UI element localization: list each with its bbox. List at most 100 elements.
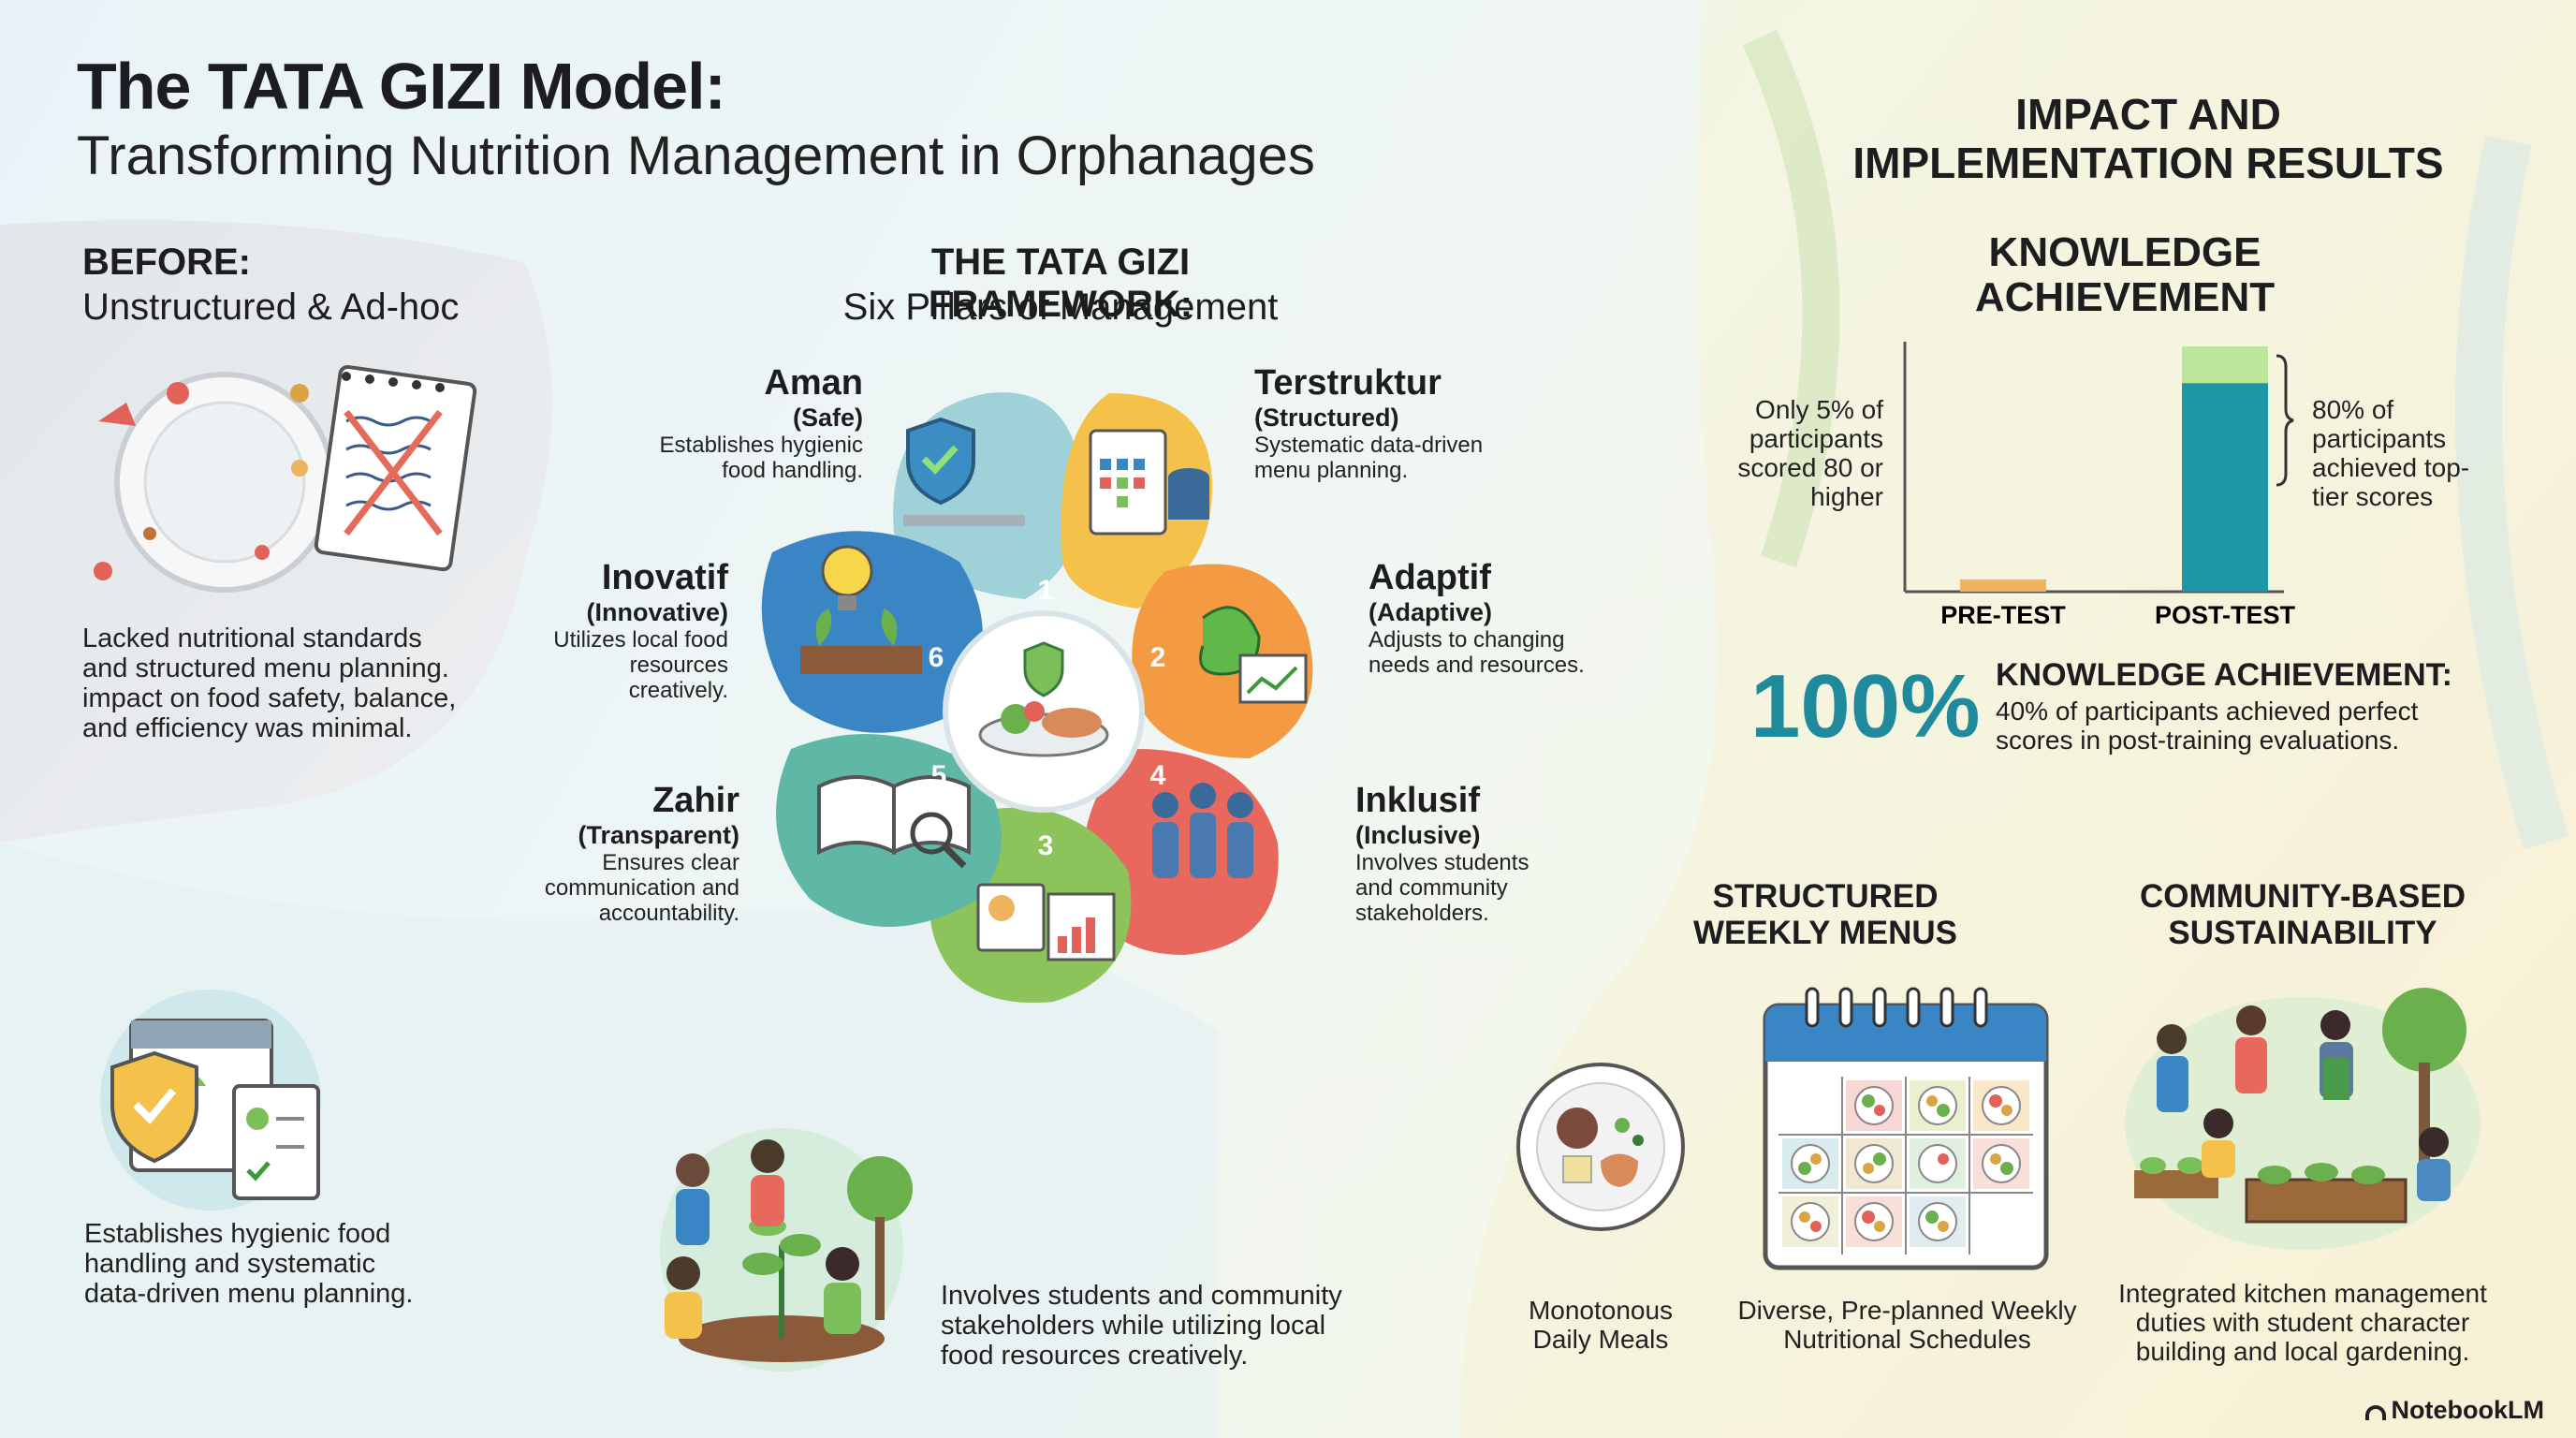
weekly-caption-line: Nutritional Schedules — [1783, 1325, 2031, 1354]
page-title: The TATA GIZI Model: — [77, 50, 726, 123]
monotonous-caption: Monotonous Daily Meals — [1479, 1296, 1722, 1354]
community-line: Involves students and community — [941, 1281, 1342, 1311]
messy-plate-notebook-illustration — [94, 364, 477, 593]
impact-heading-line: IMPACT AND — [2015, 90, 2281, 139]
pre-annotation-line: Only 5% of — [1755, 395, 1883, 424]
pillar-aman-desc: food handling. — [722, 458, 863, 483]
sustainability-heading: COMMUNITY-BASED SUSTAINABILITY — [2097, 878, 2509, 951]
post-annotation-line: tier scores — [2312, 482, 2434, 511]
knowledge-heading-line: KNOWLEDGE — [1988, 229, 2261, 275]
x-tick-post-test: POST-TEST — [2155, 601, 2296, 629]
knowledge-heading-line: ACHIEVEMENT — [1974, 274, 2276, 320]
pillar-terstruktur-english: (Structured) — [1254, 404, 1399, 432]
pillar-aman: Aman (Safe) Establishes hygienic food ha… — [660, 363, 863, 483]
pillar-inovatif-desc: creatively. — [628, 678, 728, 703]
monotonous-caption-line: Monotonous — [1528, 1296, 1674, 1325]
pillar-inovatif-english: (Innovative) — [586, 598, 728, 626]
pillar-inovatif: Inovatif (Innovative) Utilizes local foo… — [553, 558, 728, 703]
safety-checklist-illustration — [100, 990, 321, 1211]
pillar-terstruktur-name: Terstruktur — [1254, 363, 1442, 403]
post-annotation-line: participants — [2312, 424, 2447, 453]
page-subtitle: Transforming Nutrition Management in Orp… — [77, 125, 1315, 186]
ka-line: scores in post-training evaluations. — [1996, 726, 2400, 755]
pillar-aman-desc: Establishes hygienic — [659, 433, 863, 458]
monotonous-caption-line: Daily Meals — [1532, 1325, 1669, 1354]
pillar-number-3: 3 — [1038, 830, 1054, 861]
pillar-inovatif-name: Inovatif — [601, 558, 728, 597]
monotonous-meal-plate — [1516, 1063, 1685, 1231]
weekly-schedule-caption: Diverse, Pre-planned Weekly Nutritional … — [1732, 1296, 2083, 1354]
pillar-adaptif-english: (Adaptive) — [1368, 598, 1493, 626]
knowledge-heading: KNOWLEDGE ACHIEVEMENT — [1928, 230, 2321, 320]
before-subheading: Unstructured & Ad-hoc — [82, 286, 460, 328]
community-gardening-illustration — [660, 1128, 913, 1372]
pillar-zahir-english: (Transparent) — [578, 821, 739, 849]
pillar-number-1: 1 — [1038, 575, 1054, 606]
post-annotation-line: 80% of — [2312, 395, 2394, 424]
pre-annotation-line: scored 80 or — [1737, 453, 1883, 482]
pillar-number-4: 4 — [1150, 760, 1166, 791]
post-test-brace — [2276, 354, 2294, 487]
pillar-adaptif-name: Adaptif — [1368, 558, 1491, 597]
pillar-terstruktur-desc: Systematic data-driven — [1254, 433, 1484, 458]
pillar-inklusif-desc: and community — [1355, 875, 1508, 901]
big-percent: 100% — [1750, 656, 1981, 756]
pillar-zahir-desc: communication and — [544, 875, 739, 901]
logo-text: NotebookLM — [2391, 1396, 2544, 1424]
x-tick-pre-test: PRE-TEST — [1940, 601, 2066, 629]
weekly-caption-line: Diverse, Pre-planned Weekly — [1737, 1296, 2077, 1325]
pre-annotation-line: participants — [1749, 424, 1883, 453]
after-line: handling and systematic — [84, 1249, 376, 1279]
sustainability-caption-line: duties with student character — [2135, 1308, 2470, 1337]
community-description: Involves students and community stakehol… — [941, 1281, 1342, 1371]
pillar-inklusif: Inklusif (Inclusive) Involves students a… — [1355, 781, 1529, 926]
after-description: Establishes hygienic food handling and s… — [84, 1219, 413, 1309]
after-line: Establishes hygienic food — [84, 1219, 391, 1249]
pillar-number-6: 6 — [929, 642, 944, 673]
pillar-zahir: Zahir (Transparent) Ensures clear commun… — [545, 781, 739, 926]
impact-heading-line: IMPLEMENTATION RESULTS — [1852, 139, 2444, 187]
impact-heading: IMPACT AND IMPLEMENTATION RESULTS — [1807, 90, 2490, 187]
sustainability-caption: Integrated kitchen management duties wit… — [2097, 1279, 2509, 1366]
before-line: Lacked nutritional standards — [82, 624, 422, 653]
sustainability-caption-line: building and local gardening. — [2135, 1337, 2470, 1366]
pillar-aman-english: (Safe) — [792, 404, 863, 432]
pre-annotation-line: higher — [1810, 482, 1883, 511]
pillar-inovatif-desc: resources — [629, 653, 728, 678]
menus-heading-line: STRUCTURED — [1712, 878, 1939, 915]
kitchen-garden-illustration — [2125, 988, 2481, 1250]
bar-post-test-top-segment — [2182, 346, 2268, 384]
pillar-inklusif-desc: Involves students — [1355, 850, 1530, 875]
before-line: and efficiency was minimal. — [82, 713, 413, 743]
framework-subheading: Six Pillars of Management — [842, 286, 1279, 328]
sustainability-heading-line: COMMUNITY-BASED — [2139, 878, 2466, 915]
pillar-inklusif-name: Inklusif — [1355, 781, 1481, 820]
community-line: stakeholders while utilizing local — [941, 1311, 1326, 1341]
bar-post-test — [2182, 346, 2268, 592]
pillar-zahir-desc: Ensures clear — [602, 850, 739, 875]
knowledge-achievement-heading: KNOWLEDGE ACHIEVEMENT: — [1996, 657, 2452, 693]
menus-heading-line: WEEKLY MENUS — [1693, 915, 1957, 951]
notebooklm-logo: NotebookLM — [2364, 1396, 2544, 1425]
knowledge-achievement-text: 40% of participants achieved perfect sco… — [1996, 697, 2520, 755]
pillar-adaptif-desc: needs and resources. — [1368, 653, 1585, 678]
framework-heading: THE TATA GIZI FRAMEWORK: — [928, 242, 1193, 325]
bar-pre-test — [1960, 579, 2046, 592]
notebooklm-icon — [2364, 1405, 2386, 1420]
pillar-zahir-name: Zahir — [652, 781, 739, 820]
post-test-annotation: 80% of participants achieved top- tier s… — [2312, 395, 2469, 511]
pillar-number-2: 2 — [1150, 642, 1166, 673]
pillar-inklusif-desc: stakeholders. — [1355, 901, 1489, 926]
before-description: Lacked nutritional standards and structu… — [82, 624, 456, 743]
pillar-zahir-desc: accountability. — [598, 901, 739, 926]
weekly-menu-calendar — [1763, 987, 2049, 1270]
pillar-adaptif: Adaptif (Adaptive) Adjusts to changing n… — [1368, 558, 1585, 678]
after-line: data-driven menu planning. — [84, 1279, 414, 1309]
community-line: food resources creatively. — [941, 1341, 1249, 1371]
six-pillars-flower-diagram: 1 2 3 4 5 6 — [761, 392, 1313, 1003]
pillar-adaptif-desc: Adjusts to changing — [1368, 627, 1565, 653]
menus-heading: STRUCTURED WEEKLY MENUS — [1685, 878, 1966, 951]
pillar-terstruktur-desc: menu planning. — [1254, 458, 1409, 483]
before-heading: BEFORE: — [82, 242, 251, 283]
pillar-terstruktur: Terstruktur (Structured) Systematic data… — [1254, 363, 1483, 483]
